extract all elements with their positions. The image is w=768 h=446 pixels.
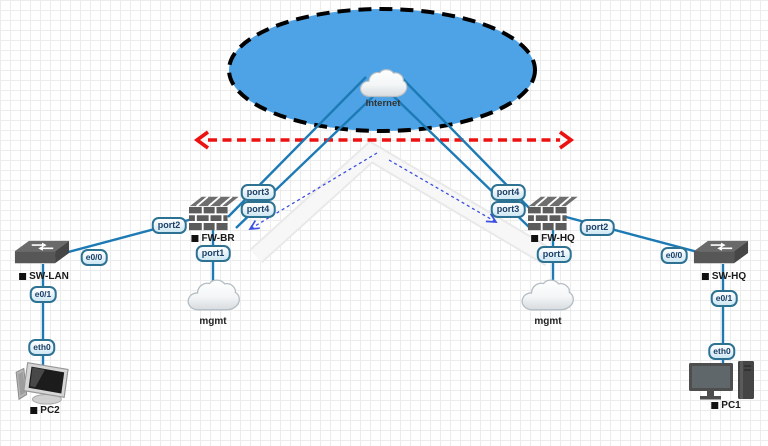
- pc1-label[interactable]: PC1: [711, 400, 741, 411]
- firewall-fw-br-icon[interactable]: [187, 195, 239, 231]
- sw-lan-label[interactable]: SW-LAN: [19, 271, 69, 282]
- port-label-fwbr-port2[interactable]: port2: [151, 217, 187, 234]
- pc2-icon[interactable]: [12, 356, 76, 406]
- switch-sw-lan-icon[interactable]: [14, 237, 70, 269]
- red-dashed-arrow[interactable]: [193, 130, 575, 150]
- port-label-swlan-e01[interactable]: e0/1: [29, 286, 57, 303]
- pc2-label-text: PC2: [40, 405, 60, 416]
- port-label-swhq-e01[interactable]: e0/1: [710, 290, 738, 307]
- port-label-fwbr-port1[interactable]: port1: [195, 245, 231, 262]
- red-arrowhead-left: [193, 130, 210, 150]
- mgmt-cloud-right-icon[interactable]: [519, 277, 575, 315]
- port-label-fwbr-port3[interactable]: port3: [240, 184, 276, 201]
- sw-hq-label[interactable]: SW-HQ: [701, 271, 747, 282]
- fw-hq-label-text: FW-HQ: [541, 233, 575, 244]
- fw-hq-label[interactable]: FW-HQ: [531, 233, 575, 244]
- status-square-icon: [701, 273, 709, 280]
- port-label-pc1-eth0[interactable]: eth0: [708, 343, 736, 360]
- port-label-swlan-e00[interactable]: e0/0: [80, 249, 108, 266]
- mgmt-left-label[interactable]: mgmt: [199, 316, 227, 327]
- status-square-icon: [711, 402, 719, 409]
- internet-ellipse[interactable]: [227, 7, 537, 133]
- sw-lan-label-text: SW-LAN: [29, 271, 69, 282]
- status-square-icon: [19, 273, 27, 280]
- port-label-fwhq-port3[interactable]: port3: [490, 201, 526, 218]
- port-label-pc2-eth0[interactable]: eth0: [28, 339, 56, 356]
- status-square-icon: [191, 235, 199, 242]
- port-label-fwbr-port4[interactable]: port4: [240, 201, 276, 218]
- internet-cloud-icon[interactable]: [358, 66, 408, 102]
- pc1-icon[interactable]: [688, 360, 758, 404]
- port-label-fwhq-port1[interactable]: port1: [536, 246, 572, 263]
- switch-sw-hq-icon[interactable]: [693, 237, 749, 269]
- pc1-label-text: PC1: [721, 400, 741, 411]
- fw-br-label-text: FW-BR: [201, 233, 235, 244]
- port-label-swhq-e00[interactable]: e0/0: [660, 247, 688, 264]
- fw-br-label[interactable]: FW-BR: [191, 233, 235, 244]
- mgmt-cloud-left-icon[interactable]: [185, 277, 241, 315]
- sw-hq-label-text: SW-HQ: [711, 271, 747, 282]
- firewall-fw-hq-icon[interactable]: [526, 195, 578, 231]
- dashed-arrow-to-fwhq: [388, 159, 496, 222]
- red-arrowhead-right: [558, 130, 575, 150]
- dashed-arrow-to-fwbr: [250, 152, 378, 229]
- status-square-icon: [30, 407, 38, 414]
- port-label-fwhq-port2[interactable]: port2: [579, 219, 615, 236]
- port-label-fwhq-port4[interactable]: port4: [490, 184, 526, 201]
- pc2-label[interactable]: PC2: [30, 405, 60, 416]
- mgmt-right-label[interactable]: mgmt: [534, 316, 562, 327]
- internet-label[interactable]: Internet: [365, 98, 401, 109]
- status-square-icon: [531, 235, 539, 242]
